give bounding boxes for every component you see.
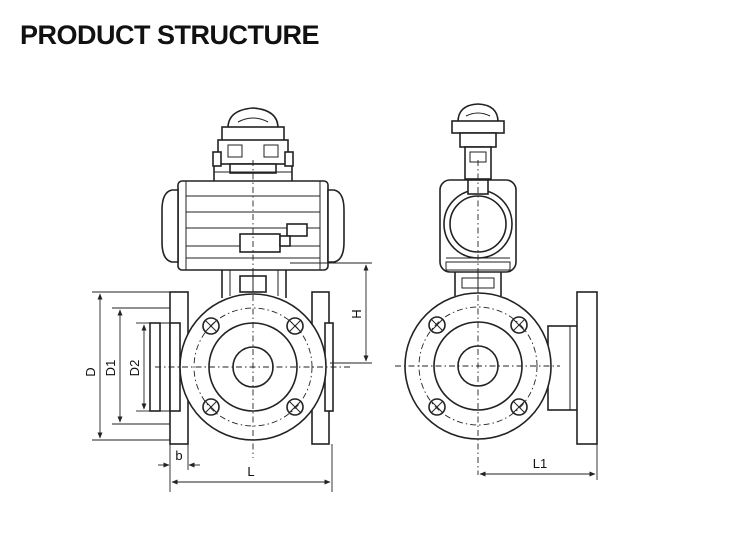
front-bolt-holes [202, 317, 304, 416]
label-d: D [83, 367, 98, 376]
side-right-pipe-flange [547, 291, 598, 445]
side-bolt-holes [428, 316, 528, 416]
label-d1: D1 [103, 360, 118, 377]
label-h: H [349, 309, 364, 318]
dimension-b [158, 444, 200, 470]
page-title: PRODUCT STRUCTURE [20, 20, 320, 50]
dimension-h [290, 262, 372, 364]
label-l1: L1 [533, 456, 547, 471]
dimension-l [169, 444, 333, 492]
label-d2: D2 [127, 360, 142, 377]
front-view [149, 107, 350, 458]
side-position-indicator [451, 103, 505, 180]
dimension-d1 [112, 307, 170, 425]
label-b: b [175, 448, 182, 463]
label-l: L [247, 464, 254, 479]
dimension-d [92, 291, 170, 441]
dimension-l1 [479, 444, 598, 480]
dimension-d2 [136, 322, 150, 412]
front-actuator [161, 180, 345, 271]
side-view [395, 103, 598, 475]
